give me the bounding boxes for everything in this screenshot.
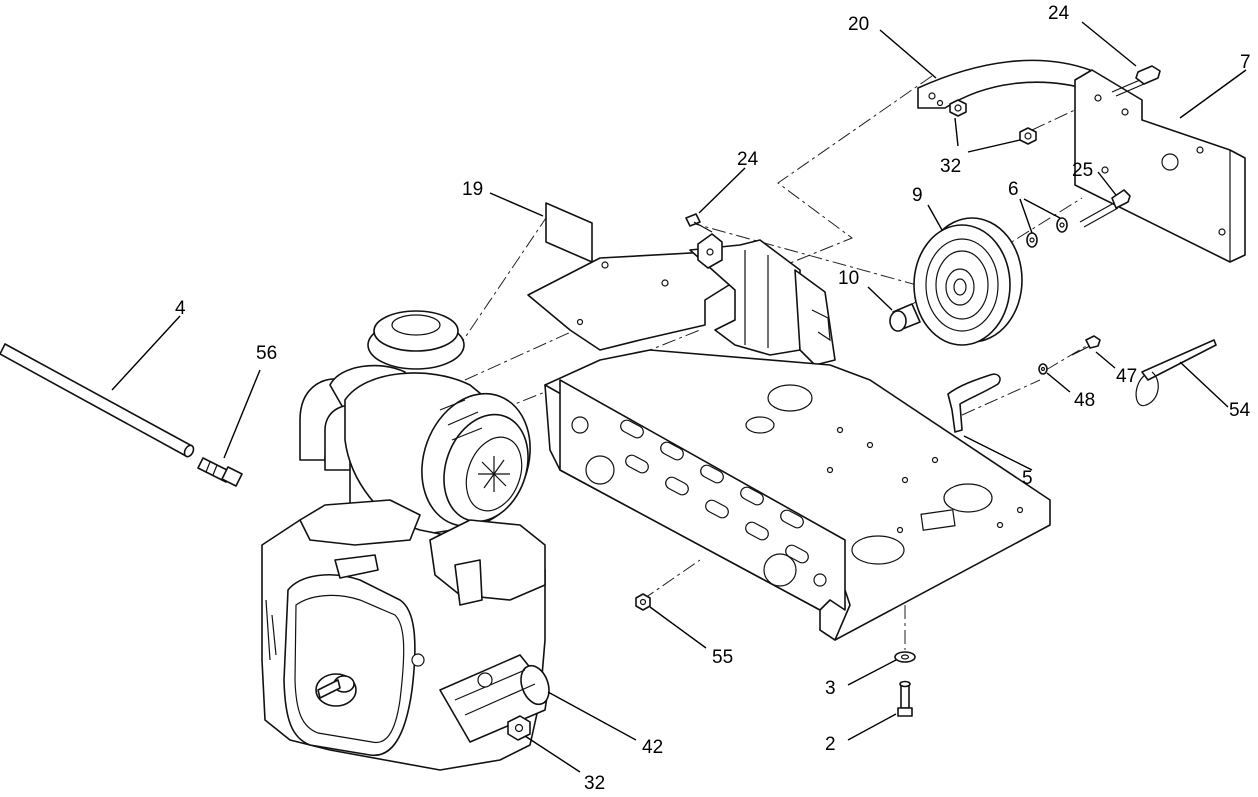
- callout-54: 54: [1229, 400, 1251, 421]
- leader-47: [1095, 351, 1116, 369]
- callout-7: 7: [1240, 52, 1251, 73]
- callout-55: 55: [712, 647, 733, 668]
- part-7-mounting-plate: [1074, 69, 1246, 263]
- leader-3: [847, 659, 897, 686]
- leader-24a: [1081, 21, 1137, 67]
- callout-19: 19: [462, 179, 483, 200]
- part-19-decal: [545, 202, 593, 263]
- leader-10: [867, 286, 893, 311]
- engine-mount-bracket: [527, 233, 836, 366]
- leader-25: [1097, 171, 1117, 196]
- leader-9: [927, 204, 943, 231]
- leader-6a: [1019, 198, 1033, 234]
- callout-labels: 2 3 4 5 6 7 9 10 19 20 24 24 25 32 32 42…: [175, 3, 1251, 794]
- leader-4: [111, 315, 181, 391]
- leader-24b: [698, 167, 746, 214]
- callout-2: 2: [825, 734, 836, 755]
- callout-25: 25: [1072, 160, 1093, 181]
- part-24-bolt-upper: [1111, 65, 1161, 97]
- part-4-tube: [0, 343, 195, 458]
- callout-24a: 24: [1048, 3, 1070, 24]
- part-10-spacer: [889, 303, 921, 332]
- part-55-nut: [635, 593, 651, 611]
- leader-32c: [524, 735, 581, 773]
- leader-56: [223, 369, 261, 459]
- callout-56: 56: [256, 343, 277, 364]
- part-2-bolt: [897, 680, 913, 717]
- part-24-bolt-mid: [685, 213, 713, 233]
- leader-20: [879, 29, 937, 79]
- part-25-bolt: [1079, 189, 1131, 228]
- part-5-lever: [947, 373, 1001, 433]
- part-3-washer: [894, 651, 916, 663]
- part-9-pulley: [913, 217, 1023, 346]
- callout-3: 3: [825, 678, 836, 699]
- callout-47: 47: [1116, 366, 1137, 387]
- leader-42: [547, 691, 637, 741]
- part-54-cable-tie: [1135, 339, 1217, 407]
- callout-24b: 24: [737, 149, 759, 170]
- leader-5: [963, 435, 1033, 471]
- callout-32b: 32: [584, 773, 605, 794]
- part-32-nut-lower: [507, 715, 531, 741]
- callout-10: 10: [838, 268, 859, 289]
- part-48-washer: [1038, 363, 1048, 375]
- callout-20: 20: [848, 14, 869, 35]
- leader-19: [489, 192, 544, 217]
- part-6-washers: [1026, 217, 1068, 248]
- part-20-curved-bracket: [917, 59, 1091, 109]
- engine-assembly: [261, 310, 550, 771]
- leader-32b: [967, 139, 1021, 153]
- chassis-frame: [544, 349, 1051, 641]
- filter-star-mark: [478, 456, 510, 492]
- callout-5: 5: [1022, 468, 1033, 489]
- leader-48: [1046, 372, 1071, 393]
- leader-6b: [1023, 198, 1061, 219]
- callout-9: 9: [912, 185, 923, 206]
- leader-55: [649, 606, 707, 649]
- leader-lines: [111, 21, 1247, 773]
- leader-2: [847, 713, 897, 741]
- part-56-fitting: [197, 457, 243, 487]
- leader-7: [1179, 69, 1247, 119]
- callout-42: 42: [642, 737, 663, 758]
- callout-48: 48: [1074, 390, 1095, 411]
- leader-54: [1179, 361, 1229, 408]
- part-32-nuts-upper: [949, 99, 1037, 145]
- callout-4: 4: [175, 298, 186, 319]
- leader-32a: [954, 117, 959, 147]
- part-47-bolt: [1071, 335, 1101, 356]
- callout-6: 6: [1008, 179, 1019, 200]
- callout-32a: 32: [940, 156, 961, 177]
